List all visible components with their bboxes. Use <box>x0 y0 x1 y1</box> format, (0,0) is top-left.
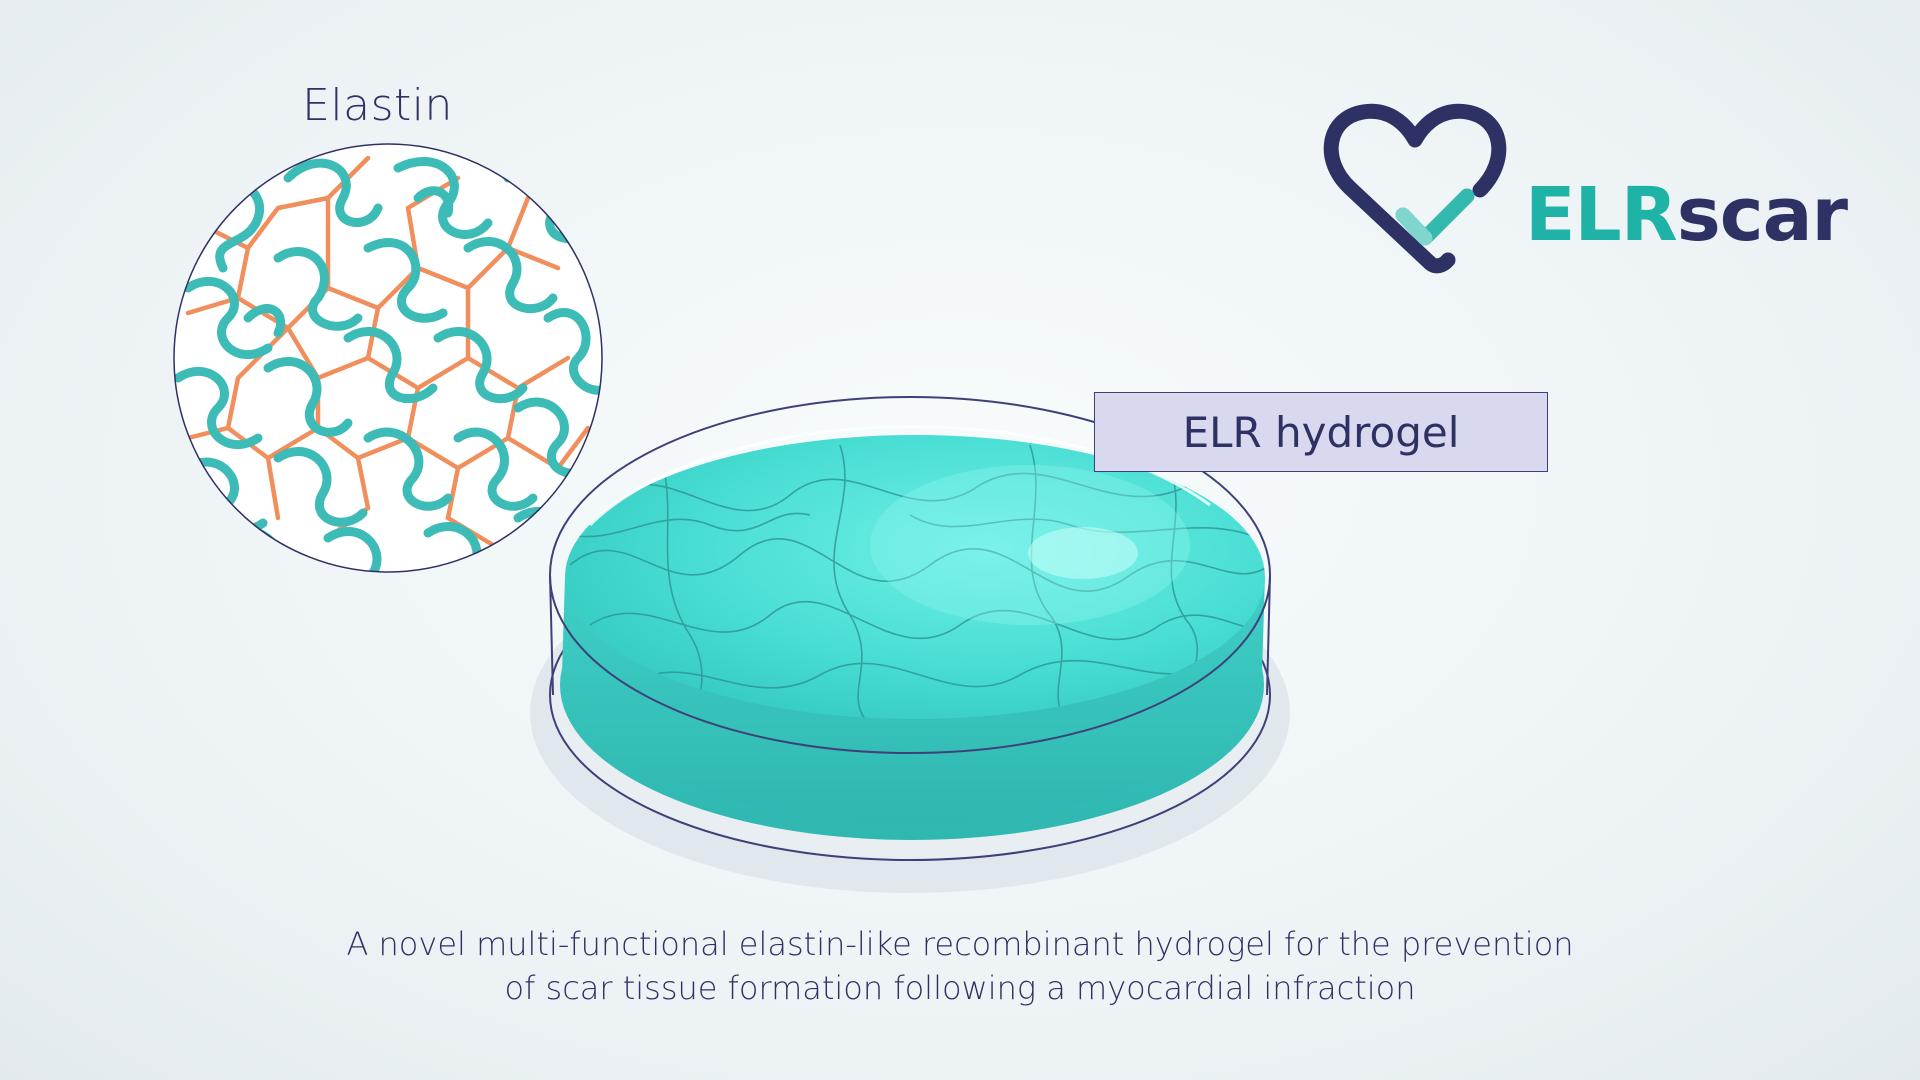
elrscar-logo: ELRscar <box>1315 100 1848 290</box>
elastin-network-illustration <box>173 143 603 573</box>
logo-wordmark-elr: ELR <box>1525 172 1678 258</box>
elastin-title: Elastin <box>302 80 453 131</box>
petri-dish-illustration <box>530 396 1290 893</box>
hydrogel-label: ELR hydrogel <box>1094 392 1548 472</box>
logo-wordmark: ELRscar <box>1525 178 1848 252</box>
caption-line-1: A novel multi-functional elastin-like re… <box>346 925 1574 963</box>
heart-check-icon <box>1323 103 1507 274</box>
caption-line-2: of scar tissue formation following a myo… <box>504 969 1416 1007</box>
logo-wordmark-scar: scar <box>1676 172 1848 258</box>
caption: A novel multi-functional elastin-like re… <box>240 922 1680 1010</box>
